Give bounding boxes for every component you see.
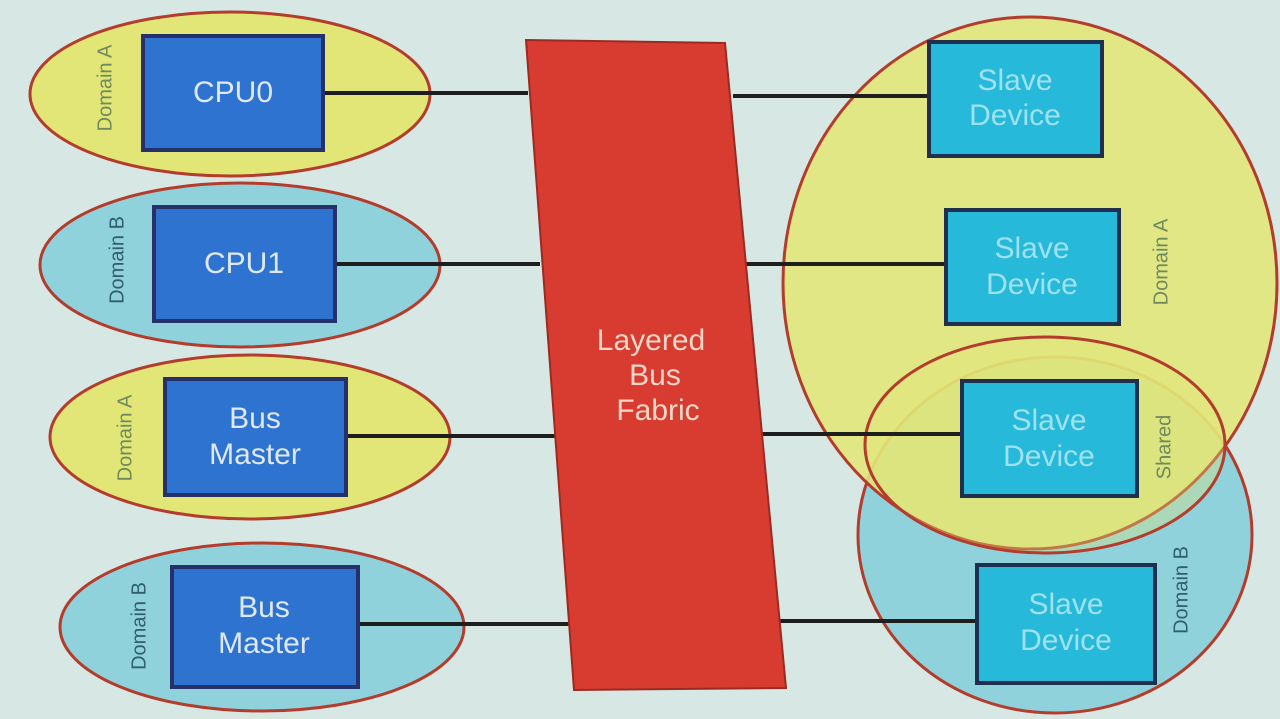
master-0-domain-label: Domain A: [94, 44, 116, 131]
slave-2-label-line2: Device: [1003, 440, 1095, 473]
slave-3-label-line2: Device: [1020, 624, 1112, 657]
slave-2-label-line1: Slave: [1011, 404, 1086, 437]
master-3-domain-label: Domain B: [128, 582, 150, 670]
slave-3-box: Slave Device: [975, 563, 1157, 685]
master-0-label-line1: CPU0: [193, 76, 273, 109]
slave-1-box: Slave Device: [944, 208, 1121, 326]
master-3-label-line1: Bus: [238, 591, 290, 624]
fabric-label-line2: Bus: [629, 359, 681, 392]
slave-1-label-line2: Device: [986, 268, 1078, 301]
master-2-box: Bus Master: [163, 377, 348, 497]
master-2-label-line2: Master: [209, 438, 301, 471]
slave-3-label-line1: Slave: [1028, 588, 1103, 621]
right-domain-a-label: Domain A: [1150, 218, 1172, 305]
slave-1-label-line1: Slave: [994, 232, 1069, 265]
slave-0-label-line2: Device: [969, 99, 1061, 132]
slave-2-box: Slave Device: [960, 379, 1139, 498]
master-3-label-line2: Master: [218, 627, 310, 660]
master-1-label-line1: CPU1: [204, 247, 284, 280]
right-domain-b-label: Domain B: [1170, 546, 1192, 634]
master-1-domain-label: Domain B: [106, 216, 128, 304]
fabric-label-line3: Fabric: [616, 394, 699, 427]
master-1-box: CPU1: [152, 205, 337, 323]
fabric-label-line1: Layered: [597, 324, 705, 357]
master-0-box: CPU0: [141, 34, 325, 152]
master-3-box: Bus Master: [170, 565, 360, 689]
layered-bus-fabric: [524, 38, 788, 692]
master-2-label-line1: Bus: [229, 402, 281, 435]
master-2-domain-label: Domain A: [114, 394, 136, 481]
slave-0-box: Slave Device: [927, 40, 1104, 158]
slave-0-label-line1: Slave: [977, 64, 1052, 97]
shared-label: Shared: [1153, 415, 1175, 480]
